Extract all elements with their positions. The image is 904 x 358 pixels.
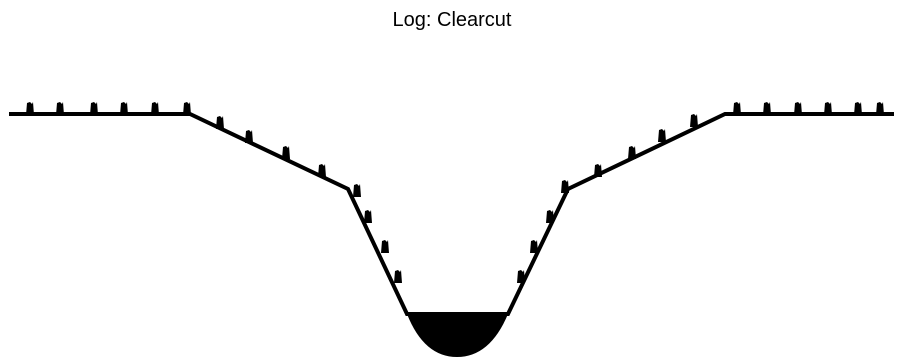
tree-stump-icon xyxy=(151,102,159,115)
tree-stump-icon xyxy=(353,184,361,197)
tree-stump-icon xyxy=(517,270,525,283)
tree-stump-icon xyxy=(824,102,832,115)
diagram-title: Log: Clearcut xyxy=(392,9,512,31)
tree-stump-icon xyxy=(381,240,389,253)
tree-stump-icon xyxy=(733,102,741,115)
tree-stump-icon xyxy=(658,129,666,142)
tree-stump-icon xyxy=(854,102,862,115)
tree-stump-icon xyxy=(56,102,64,115)
tree-stump-icon xyxy=(394,270,402,283)
tree-stump-icon xyxy=(876,102,884,115)
stream-channel xyxy=(407,314,508,357)
tree-stump-icon xyxy=(120,102,128,115)
stumps-group xyxy=(26,102,884,283)
tree-stump-icon xyxy=(530,240,538,253)
ground-profile-line xyxy=(9,112,894,316)
tree-stump-icon xyxy=(183,102,191,115)
tree-stump-icon xyxy=(561,180,569,193)
tree-stump-icon xyxy=(364,210,372,223)
tree-stump-icon xyxy=(546,210,554,223)
tree-stump-icon xyxy=(245,130,253,143)
tree-stump-icon xyxy=(90,102,98,115)
tree-stump-icon xyxy=(690,114,698,127)
tree-stump-icon xyxy=(794,102,802,115)
tree-stump-icon xyxy=(628,146,636,159)
tree-stump-icon xyxy=(318,164,326,177)
tree-stump-icon xyxy=(282,146,290,159)
tree-stump-icon xyxy=(763,102,771,115)
tree-stump-icon xyxy=(26,102,34,115)
tree-stump-icon xyxy=(216,116,224,129)
tree-stump-icon xyxy=(594,164,602,177)
